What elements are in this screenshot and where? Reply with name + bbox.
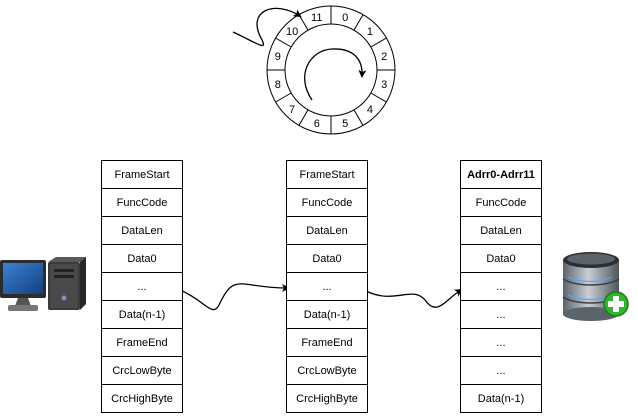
frame-cell: DataLen bbox=[287, 216, 367, 244]
ring-segment-label: 5 bbox=[342, 118, 348, 130]
frame-cell: DataLen bbox=[102, 216, 182, 244]
frame-cell: Adrr0-Adrr11 bbox=[467, 168, 535, 181]
ring-segment-label: 8 bbox=[275, 79, 281, 91]
frame-cell: FuncCode bbox=[287, 188, 367, 216]
frame-cell: FrameStart bbox=[114, 168, 170, 181]
frame-cell: Data0 bbox=[102, 244, 182, 272]
ring-segment-label: 9 bbox=[275, 51, 281, 63]
frame-cell: CrcHighByte bbox=[287, 384, 367, 412]
frame-cell: FrameEnd bbox=[102, 328, 182, 356]
database-add-icon bbox=[562, 252, 629, 321]
frame-cell: CrcHighByte bbox=[102, 384, 182, 412]
frame-cell: ... bbox=[461, 356, 541, 384]
ring-segment-label: 7 bbox=[289, 104, 295, 116]
ring-divider bbox=[298, 14, 309, 31]
frame-cell: DataLen bbox=[461, 216, 541, 244]
ring-divider bbox=[353, 14, 364, 31]
ring-segment-label: 10 bbox=[286, 26, 298, 38]
frame-cell: ... bbox=[461, 328, 541, 356]
flow-arrow-middle-to-right bbox=[365, 288, 463, 308]
frame-cell: FuncCode bbox=[461, 188, 541, 216]
ring-entry-arrow bbox=[232, 7, 302, 47]
frame-cell: FrameEnd bbox=[287, 328, 367, 356]
ring-divider bbox=[353, 109, 364, 126]
ring-segment-label: 11 bbox=[311, 12, 322, 24]
ring-rotation-arrow bbox=[304, 48, 367, 101]
frame-cell: Data0 bbox=[287, 244, 367, 272]
frame-cell: Data(n-1) bbox=[287, 300, 367, 328]
ring-segment-label: 6 bbox=[314, 118, 320, 130]
frame-cell: CrcLowByte bbox=[102, 356, 182, 384]
ring-divider bbox=[275, 37, 292, 48]
frame-cell: CrcLowByte bbox=[287, 356, 367, 384]
ring-segment-label: 1 bbox=[367, 26, 373, 38]
ring-segment-label: 2 bbox=[381, 51, 387, 63]
frame-cell: FrameStart bbox=[299, 168, 355, 181]
frame-cell: Data0 bbox=[461, 244, 541, 272]
frame-cell: Data(n-1) bbox=[102, 300, 182, 328]
frame-cell: ... bbox=[461, 272, 541, 300]
ring-buffer: 0 1 2 3 4 5 6 7 8 9 10 11 bbox=[266, 5, 396, 135]
frame-cell: ... bbox=[287, 272, 367, 300]
frame-cell: ... bbox=[102, 272, 182, 300]
ring-segment-label: 4 bbox=[367, 104, 373, 116]
flow-arrow-left-to-middle bbox=[179, 283, 290, 311]
frame-cell: ... bbox=[461, 300, 541, 328]
ring-segment-label: 3 bbox=[381, 79, 387, 91]
ring-divider bbox=[298, 109, 309, 126]
ring-divider bbox=[275, 92, 292, 103]
frame-cell: Data(n-1) bbox=[461, 384, 541, 412]
ring-segment-label: 0 bbox=[342, 12, 348, 24]
ring-divider bbox=[370, 92, 387, 103]
frame-cell: FuncCode bbox=[102, 188, 182, 216]
computer-icon bbox=[0, 257, 86, 311]
ring-divider bbox=[370, 37, 387, 48]
